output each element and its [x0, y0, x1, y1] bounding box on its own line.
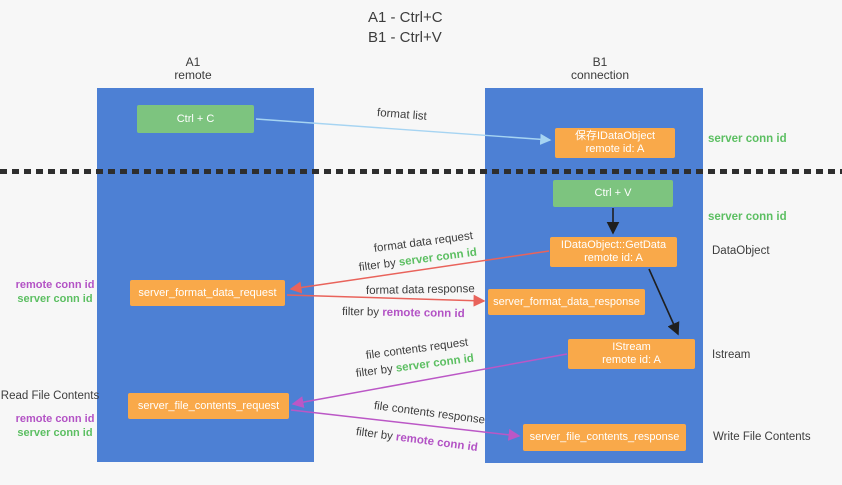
node-ctrl-v: Ctrl + V	[553, 180, 673, 207]
save-dataobject-line1: 保存IDataObject	[574, 130, 656, 142]
dotted-divider	[0, 169, 842, 174]
lane-b1-subtitle: connection	[570, 68, 630, 82]
istream-line1: IStream	[612, 341, 651, 353]
remote-conn-id-key: remote conn id	[395, 431, 479, 454]
node-idataobject-getdata: IDataObject::GetData remote id: A	[550, 237, 677, 267]
edge-label-format-list: format list	[376, 107, 428, 123]
file-contents-response-label: server_file_contents_response	[529, 431, 680, 443]
edge-label-format-data-response: format data response	[365, 283, 475, 297]
annotation-write-file-contents: Write File Contents	[713, 431, 811, 443]
edge-label-filter-file-contents-response: filter by remote conn id	[355, 426, 478, 454]
remote-conn-id-label: remote conn id	[15, 279, 95, 291]
lane-header-b1: B1 connection	[530, 56, 670, 82]
diagram-title: A1 - Ctrl+C B1 - Ctrl+V	[368, 8, 443, 48]
node-server-file-contents-request: server_file_contents_request	[128, 393, 289, 419]
lane-a1-name: A1	[185, 55, 201, 69]
lane-b1-name: B1	[592, 55, 608, 69]
format-data-request-label: server_format_data_request	[138, 286, 277, 299]
file-contents-request-label: server_file_contents_request	[137, 399, 280, 412]
lane-header-a1: A1 remote	[123, 56, 263, 82]
edge-label-filter-format-data-response: filter by remote conn id	[342, 306, 465, 320]
filter-by-text: filter by	[355, 426, 397, 444]
title-line-a1: A1 - Ctrl+C	[368, 9, 443, 26]
annotation-conn-ids-format: remote conn id server conn id	[8, 278, 102, 306]
ctrl-v-label: Ctrl + V	[594, 187, 632, 199]
istream-line2: remote id: A	[602, 354, 661, 366]
annotation-conn-ids-file: remote conn id server conn id	[8, 412, 102, 440]
annotation-istream: Istream	[712, 349, 751, 361]
node-server-format-data-request: server_format_data_request	[130, 280, 285, 306]
node-server-file-contents-response: server_file_contents_response	[523, 424, 686, 451]
annotation-server-conn-id-2: server conn id	[708, 211, 787, 223]
remote-conn-id-label: remote conn id	[15, 413, 95, 425]
filter-by-text: filter by	[355, 362, 397, 380]
title-line-b1: B1 - Ctrl+V	[368, 29, 442, 46]
server-conn-id-label: server conn id	[17, 427, 93, 439]
getdata-line2: remote id: A	[584, 252, 643, 264]
getdata-line1: IDataObject::GetData	[560, 239, 667, 251]
node-istream: IStream remote id: A	[568, 339, 695, 369]
lane-a1-subtitle: remote	[174, 68, 212, 82]
save-dataobject-line2: remote id: A	[585, 143, 645, 155]
ctrl-c-label: Ctrl + C	[176, 112, 215, 125]
filter-by-text: filter by	[358, 256, 400, 274]
filter-by-text: filter by	[341, 306, 383, 319]
remote-conn-id-key: remote conn id	[382, 306, 465, 321]
format-data-response-label: server_format_data_response	[493, 295, 640, 308]
annotation-dataobject: DataObject	[712, 245, 770, 257]
annotation-server-conn-id-1: server conn id	[708, 133, 787, 145]
edge-label-file-contents-response: file contents response	[373, 400, 486, 427]
node-ctrl-c: Ctrl + C	[137, 105, 254, 133]
node-server-format-data-response: server_format_data_response	[488, 289, 645, 315]
annotation-read-file-contents: Read File Contents	[0, 390, 100, 402]
server-conn-id-label: server conn id	[17, 293, 93, 305]
node-save-dataobject: 保存IDataObject remote id: A	[555, 128, 675, 158]
